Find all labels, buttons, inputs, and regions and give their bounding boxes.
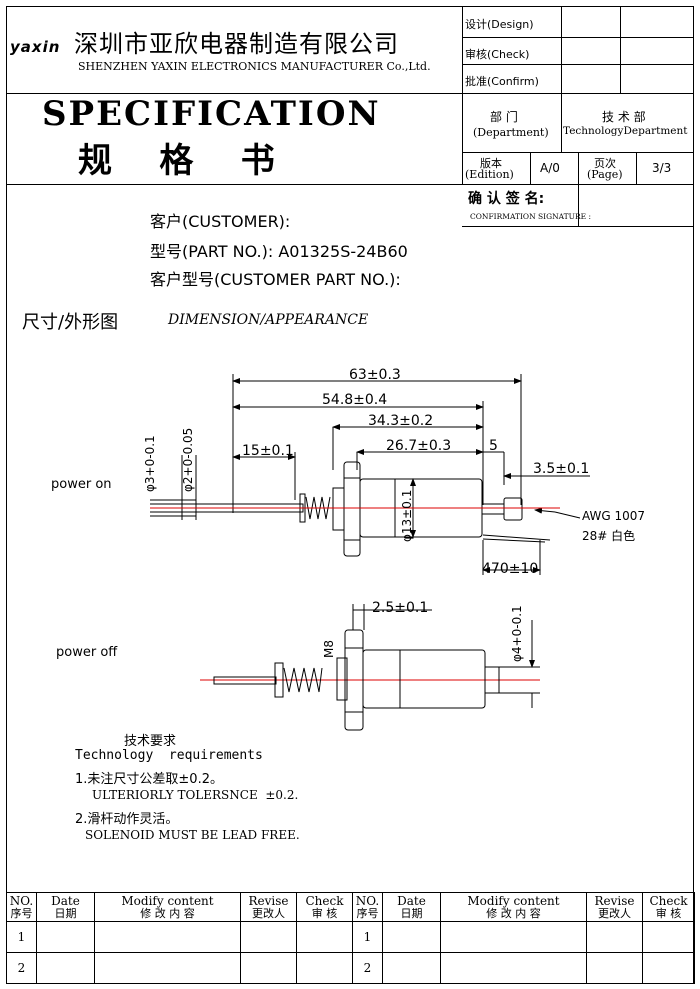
dim-phi2: φ2+0-0.05	[181, 428, 195, 492]
dim-cap-length: 3.5±0.1	[533, 461, 589, 477]
department-value-cn: 技 术 部	[602, 110, 646, 124]
page-cn-label: 页次	[594, 157, 616, 170]
dim-phi13: φ13±0.1	[400, 490, 414, 542]
confirmation-label-en: CONFIRMATION SIGNATURE :	[470, 212, 592, 221]
wire-spec: AWG 1007	[582, 509, 645, 523]
check-label: 审核(Check)	[465, 48, 530, 61]
dim-phi3: φ3+0-0.1	[143, 435, 157, 492]
dim-offset-2-5: 2.5±0.1	[372, 600, 428, 616]
department-value-en: TechnologyDepartment	[563, 125, 688, 137]
requirement-2-en: SOLENOID MUST BE LEAD FREE.	[85, 828, 300, 842]
header-vdivider	[462, 6, 463, 184]
dim-length-54-8: 54.8±0.4	[322, 392, 387, 408]
requirements-title-cn: 技术要求	[124, 734, 177, 749]
page-value: 3/3	[652, 161, 672, 175]
dim-pin-length: 15±0.1	[242, 443, 294, 459]
edition-cn-label: 版本	[480, 157, 502, 170]
section-title-en: DIMENSION/APPEARANCE	[168, 312, 369, 328]
page-title-en: SPECIFICATION	[42, 94, 381, 134]
company-name-cn: 深圳市亚欣电器制造有限公司	[74, 30, 399, 58]
customer-part-field: 客户型号(CUSTOMER PART NO.):	[150, 270, 401, 289]
design-label: 设计(Design)	[465, 18, 534, 31]
dim-phi4: φ4+0-0.1	[510, 605, 524, 662]
header-no: NO.序号	[6, 892, 37, 922]
title-divider	[6, 184, 694, 185]
department-cn-label: 部 门	[490, 110, 518, 124]
requirement-1-cn: 1.未注尺寸公差取±0.2。	[75, 772, 223, 787]
customer-field: 客户(CUSTOMER):	[150, 212, 291, 231]
part-number-field: 型号(PART NO.): A01325S-24B60	[150, 242, 408, 261]
edition-value: A/0	[540, 161, 560, 175]
dim-body-length: 26.7±0.3	[386, 438, 451, 454]
dim-thread-m8: M8	[322, 640, 336, 658]
page-title-cn: 规 格 书	[78, 141, 275, 181]
page-en-label: (Page)	[587, 168, 623, 181]
header-divider	[6, 93, 694, 94]
wire-color: 28# 白色	[582, 528, 635, 543]
table-row: 2 2	[6, 952, 695, 984]
confirm-label: 批准(Confirm)	[465, 75, 539, 88]
dim-overall-length: 63±0.3	[349, 367, 401, 383]
department-en-label: (Department)	[473, 126, 549, 139]
confirmation-label-cn: 确 认 签 名:	[468, 191, 545, 207]
requirement-2-cn: 2.滑杆动作灵活。	[75, 812, 179, 827]
company-logo: yaxin	[10, 38, 61, 56]
requirements-title-en: Technology requirements	[75, 748, 263, 763]
dim-stroke: 5	[489, 438, 498, 454]
power-off-label: power off	[56, 645, 118, 660]
requirement-1-en: ULTERIORLY TOLERSNCE ±0.2.	[92, 788, 299, 802]
dim-length-34-3: 34.3±0.2	[368, 413, 433, 429]
header-no-2: NO.序号	[352, 892, 383, 922]
drawing-sheet	[6, 6, 694, 984]
company-name-en: SHENZHEN YAXIN ELECTRONICS MANUFACTURER …	[78, 60, 431, 73]
section-title-cn: 尺寸/外形图	[22, 312, 119, 333]
dim-wire-length: 470±10	[482, 561, 538, 577]
table-row: 1 1	[6, 921, 695, 953]
power-on-label: power on	[51, 477, 112, 492]
edition-en-label: (Edition)	[465, 168, 514, 181]
